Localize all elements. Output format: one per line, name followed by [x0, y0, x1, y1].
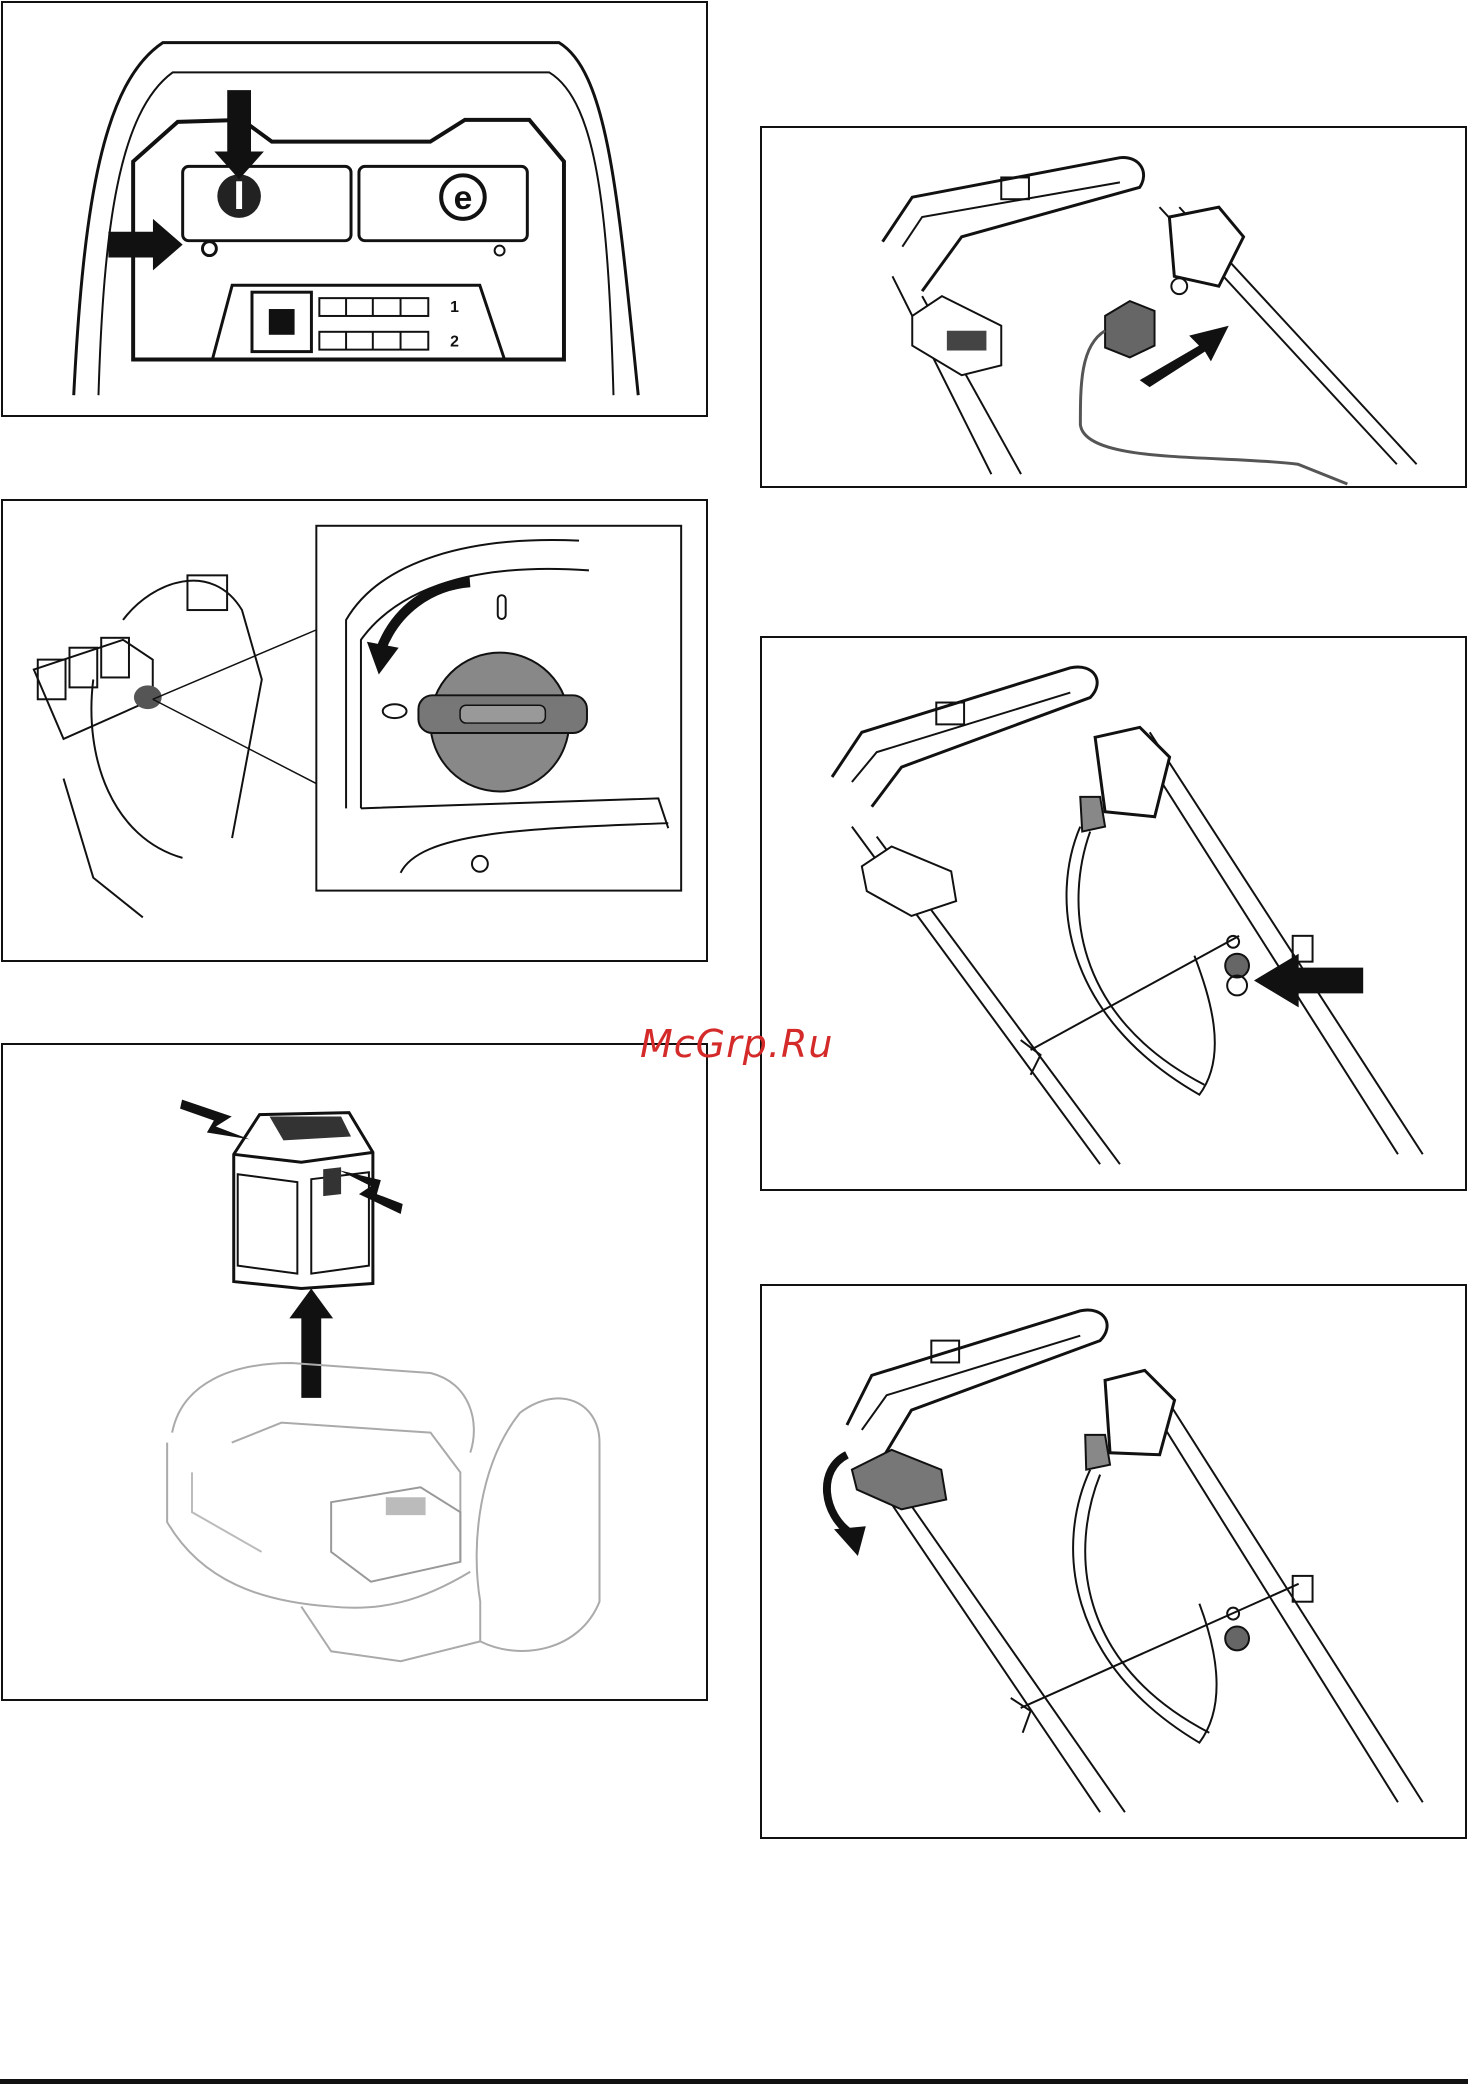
curved-arrow-icon [827, 1455, 852, 1534]
figure-key-rotate [1, 499, 708, 962]
figure-cable-connect [760, 126, 1467, 488]
battery-pack-icon[interactable] [234, 1113, 373, 1289]
control-panel-illustration: e 1 2 [3, 3, 706, 415]
key-switch-icon[interactable] [217, 174, 261, 218]
key-rotate-illustration [3, 501, 706, 960]
stop-button-icon[interactable] [252, 292, 311, 351]
battery-removal-illustration [3, 1045, 706, 1699]
figure-cable-clip [760, 636, 1467, 1191]
right-arrow-icon [108, 219, 182, 271]
watermark-text: McGrp.Ru [640, 1022, 833, 1066]
svg-text:e: e [454, 180, 473, 217]
cable-clip-illustration [762, 638, 1465, 1189]
figure-battery-removal [1, 1043, 708, 1701]
indicator-label-2: 2 [450, 334, 459, 351]
lift-arrow-icon [289, 1289, 333, 1319]
figure-lever-release [760, 1284, 1467, 1839]
indicator-label-1: 1 [450, 299, 459, 316]
lever-icon[interactable] [852, 1450, 946, 1510]
bottom-rule [0, 2079, 1468, 2084]
cable-connect-illustration [762, 128, 1465, 486]
plug-icon[interactable] [1080, 301, 1347, 484]
figure-control-panel: e 1 2 [1, 1, 708, 417]
battery-indicator-icon [319, 298, 428, 350]
lever-release-illustration [762, 1286, 1465, 1837]
cable-clip-icon[interactable] [1225, 936, 1249, 996]
eco-mode-icon[interactable]: e [441, 175, 485, 219]
